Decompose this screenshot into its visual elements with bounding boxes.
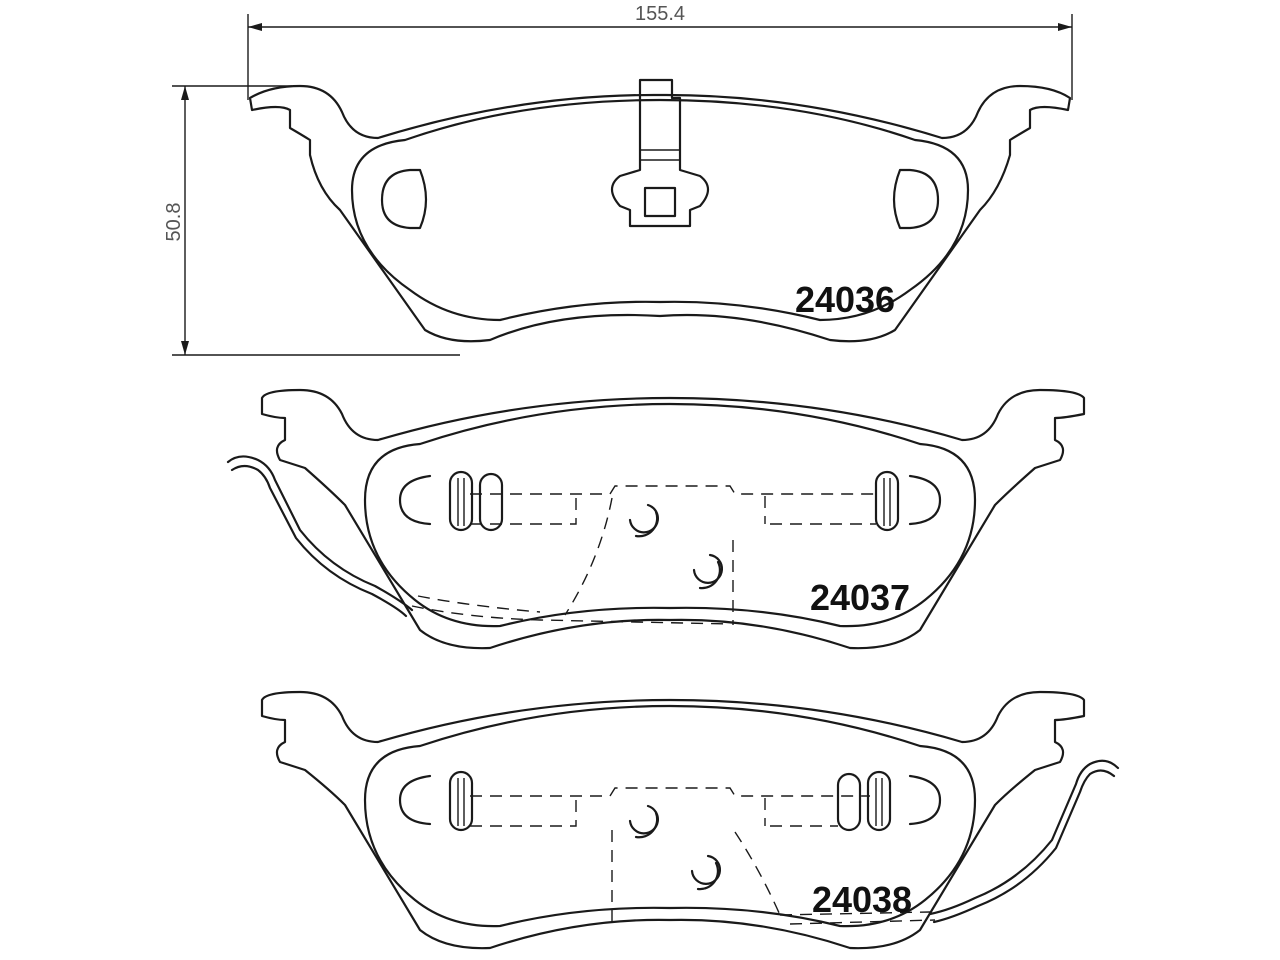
width-dimension-label: 155.4	[635, 3, 685, 25]
width-dimension: 155.4	[247, 3, 1073, 100]
pad-top: 24036	[248, 78, 1072, 343]
height-dimension-label: 50.8	[163, 203, 185, 242]
part-label-24037: 24037	[810, 577, 910, 618]
pad-bottom: 24038	[260, 690, 1120, 950]
part-label-24038: 24038	[812, 879, 912, 920]
pad-middle: 24037	[226, 388, 1086, 650]
part-label-24036: 24036	[795, 279, 895, 320]
height-dimension: 50.8	[163, 85, 460, 356]
